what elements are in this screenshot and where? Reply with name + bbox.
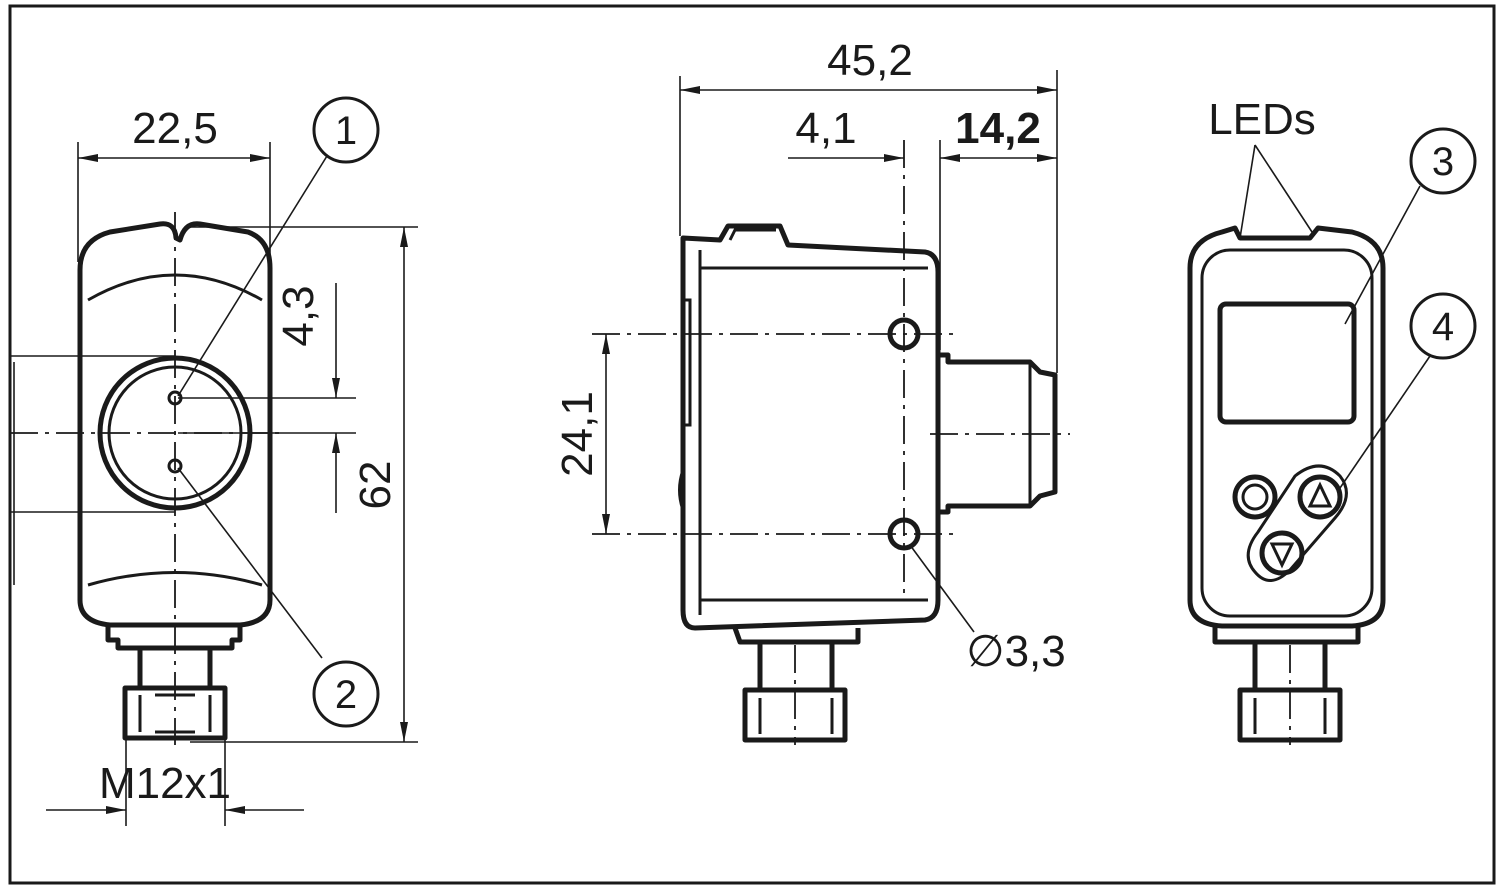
front-view — [10, 96, 418, 826]
dim-height-total: 62 — [351, 461, 400, 510]
callout-3: 3 — [1432, 140, 1454, 184]
frame-border — [8, 4, 1496, 885]
side-view — [592, 70, 1070, 745]
dim-depth-front: 4,1 — [795, 104, 856, 153]
callout-4: 4 — [1432, 305, 1454, 349]
dim-hole-diameter: ∅3,3 — [966, 627, 1066, 676]
dim-width-total: 22,5 — [132, 104, 218, 153]
dim-hole-offset: 4,3 — [274, 285, 323, 346]
dim-thread: M12x1 — [99, 759, 231, 808]
callout-1: 1 — [335, 109, 357, 153]
display-view — [1187, 127, 1477, 745]
callout-2: 2 — [335, 673, 357, 717]
dim-depth-total: 45,2 — [827, 36, 913, 85]
dim-hole-spacing: 24,1 — [553, 391, 602, 477]
dim-depth-connector: 14,2 — [955, 104, 1041, 153]
leds-label: LEDs — [1208, 95, 1316, 144]
